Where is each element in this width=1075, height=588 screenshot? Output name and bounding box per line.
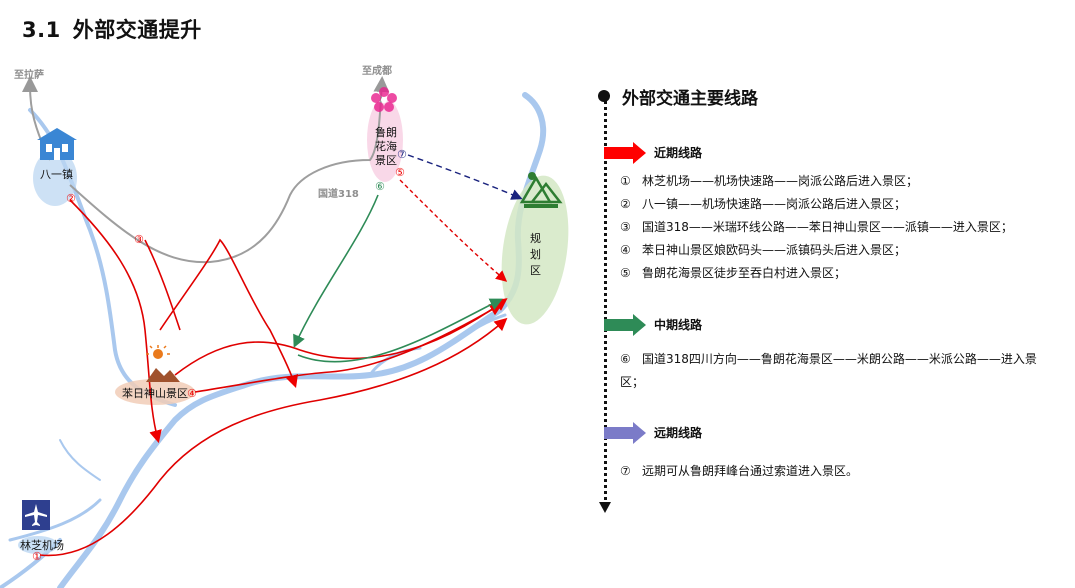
label-lulang-3: 景区 [375,154,397,167]
timeline-dot [598,90,610,102]
arrow-far-icon [604,422,646,444]
label-g318: 国道318 [318,187,359,200]
airport-area [18,536,58,554]
g318-road [69,76,390,264]
phase-near-label: 近期线路 [654,146,703,160]
section-title: 外部交通提升 [72,18,202,42]
arrow-near-icon [604,142,646,164]
river-network [0,92,547,588]
flower-icon [371,87,397,112]
label-lulang-2: 花海 [375,139,397,153]
route-map: 至拉萨 至成都 八一镇 鲁朗 花海 景区 规 划 区 苯日神山景区 林芝机场 国… [0,64,569,588]
marker-3: ③ [134,233,144,246]
planning-zone-area [501,175,569,325]
marker-7: ⑦ [397,148,407,161]
near-term-routes [39,199,508,557]
timeline-arrow [599,502,611,513]
marker-1: ① [32,550,42,563]
marker-2: ② [66,192,76,205]
arrow-mid-icon [604,314,646,336]
airplane-icon [22,500,50,530]
label-bayi: 八一镇 [40,167,73,181]
lulang-area [367,98,403,182]
label-planning-3: 区 [530,264,541,277]
benri-area [115,379,195,405]
label-benri: 苯日神山景区 [122,386,188,400]
mountain-icon [519,172,563,208]
page-title: 3.1 外部交通提升 [22,14,202,44]
route-6-mid-b [297,298,503,363]
marker-5: ⑤ [395,166,405,179]
marker-6: ⑥ [375,180,385,193]
label-to-lhasa: 至拉萨 [14,68,44,81]
marker-4: ④ [187,387,197,400]
label-to-chengdu: 至成都 [362,64,392,77]
panel-heading: 外部交通主要线路 [622,89,758,109]
route-6-mid [293,194,379,348]
phase-mid-label: 中期线路 [654,318,703,332]
route-7-cableway [407,154,523,200]
sun-mountain-icon [146,345,180,382]
label-lulang-1: 鲁朗 [375,125,397,139]
route-5-walk [399,179,508,282]
phase-far-label: 远期线路 [654,426,703,440]
label-planning-2: 划 [530,248,541,261]
bayi-area [33,150,77,206]
section-number: 3.1 [22,18,61,42]
house-icon [37,128,77,160]
label-planning-1: 规 [530,231,541,245]
label-airport: 林芝机场 [20,538,64,552]
timeline-line [604,96,607,506]
